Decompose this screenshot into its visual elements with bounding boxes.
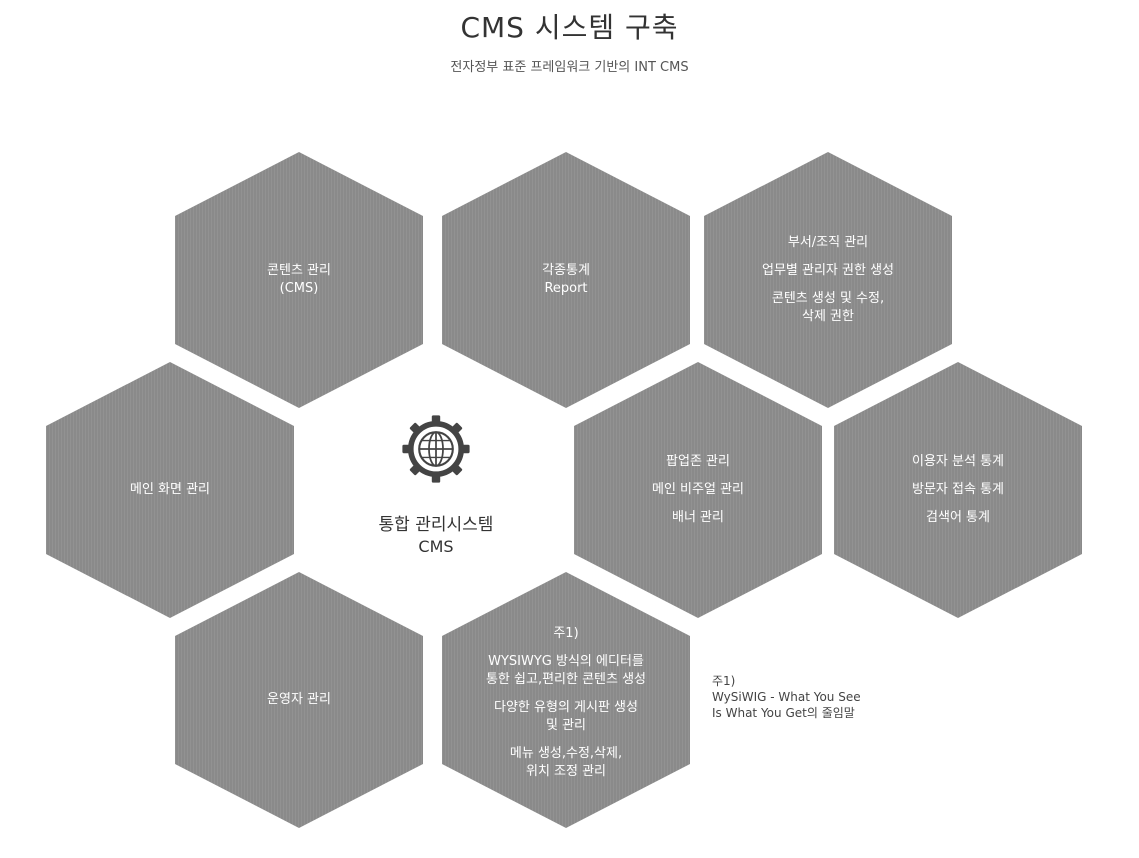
hex-content-line1: 콘텐츠 관리 bbox=[267, 263, 331, 278]
hex-operator-management: 운영자 관리 bbox=[175, 572, 423, 828]
hex-content-line2: (CMS) bbox=[279, 281, 319, 296]
hex-editor-item3-line1: 메뉴 생성,수정,삭제, bbox=[509, 746, 623, 761]
hex-popup-banner-management: 팝업존 관리 메인 비주얼 관리 배너 관리 bbox=[574, 362, 822, 618]
hex-editor-item2-line2: 및 관리 bbox=[545, 718, 586, 733]
hex-org-item3: 콘텐츠 생성 및 수정, 삭제 권한 bbox=[772, 290, 884, 326]
page-subtitle: 전자정부 표준 프레임워크 기반의 INT CMS bbox=[450, 60, 689, 75]
hex-content-management: 콘텐츠 관리 (CMS) bbox=[175, 152, 423, 408]
hex-user-stats-item2: 방문자 접속 통계 bbox=[912, 482, 1004, 497]
hex-popup-item1: 팝업존 관리 bbox=[666, 454, 730, 469]
footnote-label: 주1) bbox=[712, 674, 736, 688]
hex-editor-note: 주1) bbox=[553, 626, 579, 641]
center-integrated-system: 통합 관리시스템 CMS bbox=[306, 414, 566, 584]
footnote-line1: WySiWIG - What You See bbox=[712, 690, 861, 704]
hex-user-stats-item3: 검색어 통계 bbox=[926, 510, 990, 525]
center-title: 통합 관리시스템 bbox=[378, 515, 494, 535]
hex-user-stats-item1: 이용자 분석 통계 bbox=[912, 454, 1004, 469]
hex-popup-item3: 배너 관리 bbox=[672, 510, 724, 525]
hex-org-item3-line1: 콘텐츠 생성 및 수정, bbox=[771, 291, 885, 306]
hex-user-statistics: 이용자 분석 통계 방문자 접속 통계 검색어 통계 bbox=[834, 362, 1082, 618]
hex-org-item2: 업무별 관리자 권한 생성 bbox=[762, 263, 894, 278]
page-title: CMS 시스템 구축 bbox=[460, 11, 679, 44]
hex-editor-item2: 다양한 유형의 게시판 생성 및 관리 bbox=[494, 699, 638, 735]
hex-popup-item2: 메인 비주얼 관리 bbox=[652, 482, 744, 497]
footnote: 주1) WySiWIG - What You See Is What You G… bbox=[712, 673, 912, 721]
hex-stats-line1: 각종통계 bbox=[542, 263, 590, 278]
hex-organization-permissions: 부서/조직 관리 업무별 관리자 권한 생성 콘텐츠 생성 및 수정, 삭제 권… bbox=[704, 152, 952, 408]
globe-gear-icon bbox=[402, 415, 470, 483]
hex-statistics-report: 각종통계 Report bbox=[442, 152, 690, 408]
hex-stats-line2: Report bbox=[544, 281, 588, 296]
hex-operator-label: 운영자 관리 bbox=[267, 692, 331, 707]
hex-editor-item3-line2: 위치 조정 관리 bbox=[525, 764, 607, 779]
center-subtitle: CMS bbox=[418, 537, 454, 556]
hex-org-item3-line2: 삭제 권한 bbox=[802, 309, 854, 324]
hex-main-screen-management: 메인 화면 관리 bbox=[46, 362, 294, 618]
hex-editor-item1-line1: WYSIWYG 방식의 에디터를 bbox=[488, 654, 644, 669]
hex-editor-board-menu: 주1) WYSIWYG 방식의 에디터를 통한 쉽고,편리한 콘텐츠 생성 다양… bbox=[442, 572, 690, 828]
hex-editor-item3: 메뉴 생성,수정,삭제, 위치 조정 관리 bbox=[510, 745, 622, 781]
hex-org-item1: 부서/조직 관리 bbox=[787, 235, 869, 250]
hex-editor-item1: WYSIWYG 방식의 에디터를 통한 쉽고,편리한 콘텐츠 생성 bbox=[486, 653, 646, 689]
hex-main-screen-label: 메인 화면 관리 bbox=[129, 482, 211, 497]
footnote-line2: Is What You Get의 줄임말 bbox=[712, 706, 855, 720]
hex-editor-item1-line2: 통한 쉽고,편리한 콘텐츠 생성 bbox=[485, 672, 647, 687]
hex-editor-item2-line1: 다양한 유형의 게시판 생성 bbox=[494, 700, 638, 715]
